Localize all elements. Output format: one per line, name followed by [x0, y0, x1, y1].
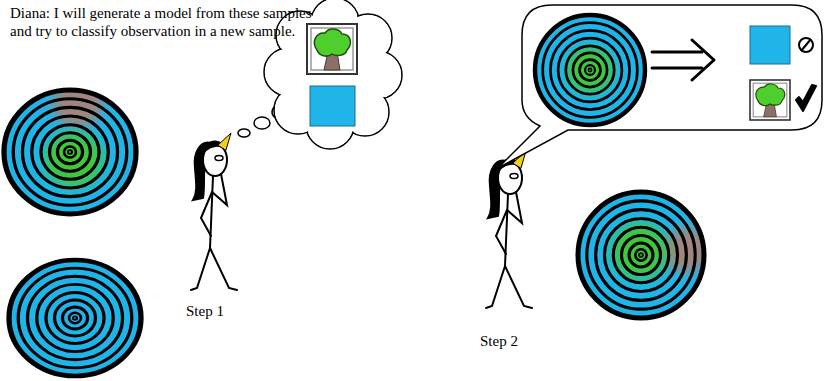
speech-bubble [535, 15, 645, 125]
sample-target [4, 90, 136, 214]
new-sample-target [578, 192, 709, 318]
speech-bubble [535, 15, 645, 125]
speech-bubble [652, 51, 702, 54]
thought-cloud [238, 0, 402, 149]
sample-target [9, 260, 141, 376]
speech-bubble [652, 40, 714, 80]
speech-bubble [750, 26, 790, 64]
thought-cloud [265, 0, 401, 148]
thought-cloud [238, 0, 402, 149]
speech-bubble [799, 38, 813, 52]
stick-figure [191, 133, 237, 290]
stick-figure [486, 151, 532, 308]
thought-cloud [307, 24, 357, 74]
step-label: Step 1 [186, 302, 266, 320]
step-label: Step 2 [480, 332, 560, 350]
new-sample-target [578, 192, 704, 318]
new-sample-target [578, 192, 704, 318]
speech-bubble [799, 38, 813, 52]
sample-target [9, 260, 141, 376]
speech-bubble [801, 39, 811, 51]
stick-figure [191, 133, 237, 290]
thought-cloud [281, 16, 385, 132]
speech-bubble [652, 67, 702, 70]
speech-bubble [692, 40, 714, 80]
sample-target [4, 80, 136, 214]
speech-bubble [498, 5, 822, 168]
thought-cloud [310, 86, 355, 126]
stick-figure [486, 151, 532, 308]
thought-cloud [254, 117, 270, 129]
speech-bubble [535, 15, 645, 125]
speech-bubble [750, 80, 790, 120]
sample-target [4, 90, 136, 214]
speech-bubble [498, 5, 822, 168]
speech-bubble [796, 85, 816, 111]
thought-cloud [238, 129, 250, 137]
speech-note: Diana: I will generate a model from thes… [10, 4, 328, 40]
sample-target [9, 260, 141, 376]
